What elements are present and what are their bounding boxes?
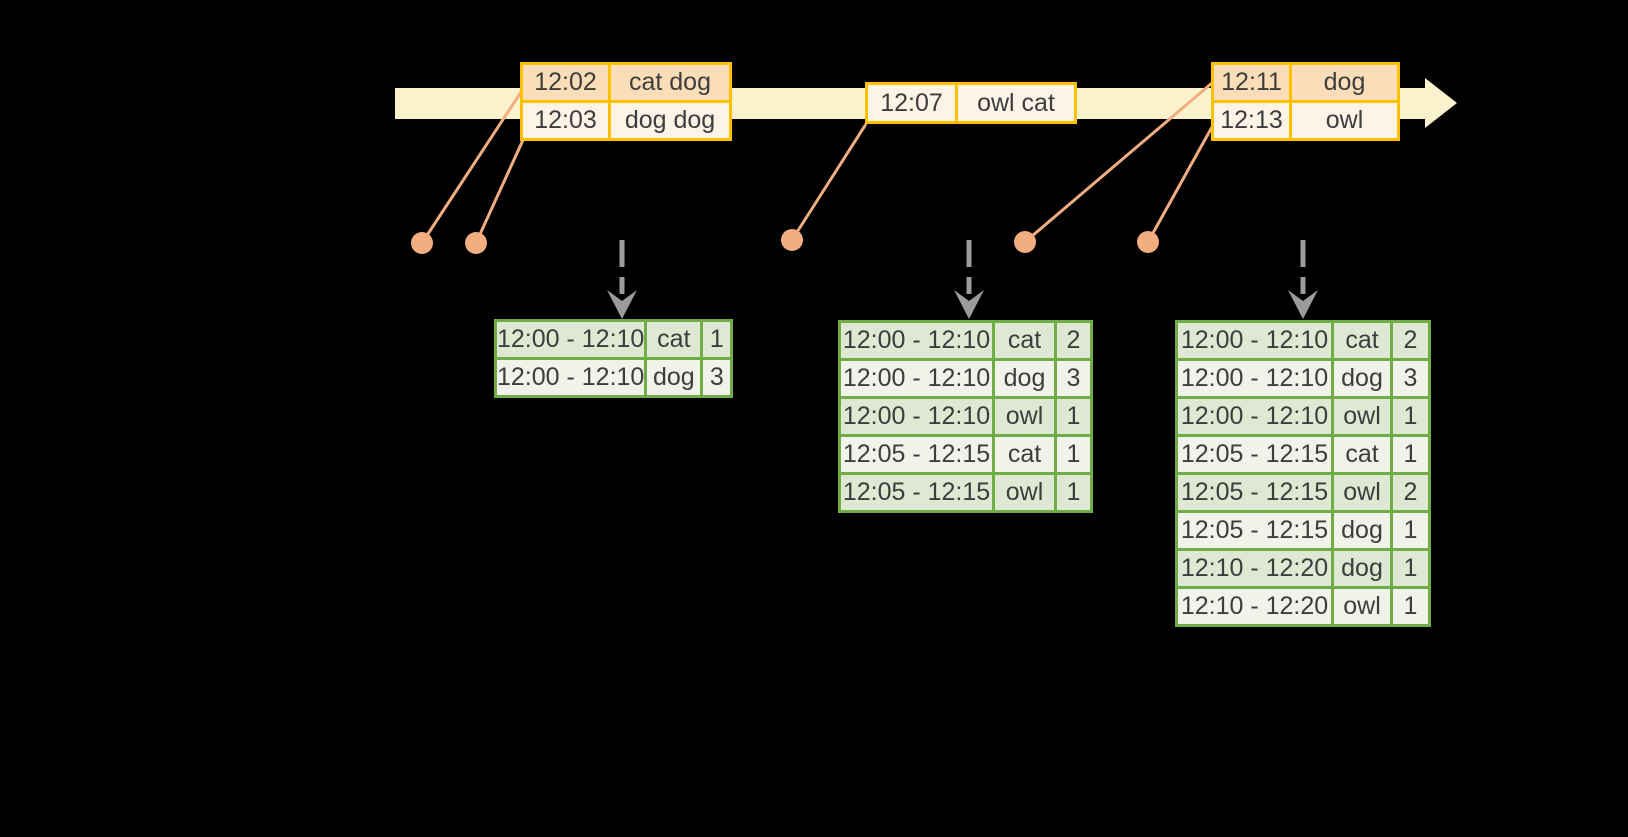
event-marker-dot [411,232,433,254]
event-row: 12:13 owl [1211,100,1400,141]
result-row: 12:00 - 12:10 owl 1 [838,396,1093,437]
event-table-3: 12:11 dog 12:13 owl [1211,62,1400,141]
event-table-1: 12:02 cat dog 12:03 dog dog [520,62,732,141]
result-table-3: 12:00 - 12:10 cat 2 12:00 - 12:10 dog 3 … [1175,320,1431,627]
result-row: 12:05 - 12:15 cat 1 [1175,434,1431,475]
result-window: 12:00 - 12:10 [838,358,995,399]
result-row: 12:00 - 12:10 dog 3 [493,357,734,398]
result-count: 2 [1054,320,1093,361]
result-word: cat [644,319,704,360]
result-word: owl [1331,586,1393,627]
result-window: 12:10 - 12:20 [1175,548,1334,589]
result-row: 12:00 - 12:10 dog 3 [838,358,1093,399]
result-count: 1 [700,319,734,360]
event-connector-line [1146,126,1214,243]
event-row: 12:07 owl cat [865,82,1077,124]
result-word: owl [992,472,1057,513]
result-count: 1 [1390,548,1431,589]
result-count: 2 [1390,320,1431,361]
result-count: 3 [1390,358,1431,399]
result-word: owl [1331,472,1393,513]
result-window: 12:00 - 12:10 [838,320,995,361]
result-word: dog [992,358,1057,399]
event-time: 12:03 [520,100,611,141]
result-row: 12:05 - 12:15 owl 2 [1175,472,1431,513]
result-word: cat [992,434,1057,475]
result-table-1: 12:00 - 12:10 cat 1 12:00 - 12:10 dog 3 [493,319,734,398]
event-words: dog [1289,62,1400,103]
event-marker-dot [465,232,487,254]
result-count: 1 [1390,510,1431,551]
result-count: 3 [1054,358,1093,399]
event-time: 12:02 [520,62,611,103]
result-window: 12:05 - 12:15 [1175,434,1334,475]
result-word: dog [644,357,704,398]
result-count: 1 [1054,396,1093,437]
result-row: 12:10 - 12:20 owl 1 [1175,586,1431,627]
result-row: 12:10 - 12:20 dog 1 [1175,548,1431,589]
result-row: 12:05 - 12:15 dog 1 [1175,510,1431,551]
result-window: 12:00 - 12:10 [1175,320,1334,361]
result-count: 3 [700,357,734,398]
result-row: 12:05 - 12:15 cat 1 [838,434,1093,475]
event-marker-dot [781,229,803,251]
event-connector-line [474,139,525,244]
event-table-2: 12:07 owl cat [865,82,1077,124]
event-words: dog dog [608,100,732,141]
result-count: 1 [1390,396,1431,437]
result-row: 12:00 - 12:10 cat 2 [1175,320,1431,361]
result-window: 12:05 - 12:15 [838,434,995,475]
result-word: owl [992,396,1057,437]
timeline-arrowhead-icon [1425,78,1457,128]
result-window: 12:05 - 12:15 [838,472,995,513]
event-marker-dot [1014,231,1036,253]
down-arrow-icon [607,290,637,319]
down-arrow-icon [954,290,984,319]
result-row: 12:00 - 12:10 cat 2 [838,320,1093,361]
event-time: 12:13 [1211,100,1292,141]
result-window: 12:05 - 12:15 [1175,510,1334,551]
event-words: cat dog [608,62,732,103]
result-window: 12:00 - 12:10 [493,319,648,360]
event-marker-dot [1137,231,1159,253]
result-word: owl [1331,396,1393,437]
result-row: 12:00 - 12:10 owl 1 [1175,396,1431,437]
event-row: 12:11 dog [1211,62,1400,103]
result-word: dog [1331,358,1393,399]
result-word: dog [1331,510,1393,551]
result-word: cat [1331,320,1393,361]
result-row: 12:00 - 12:10 dog 3 [1175,358,1431,399]
down-arrow-icon [1288,290,1318,319]
result-count: 1 [1390,586,1431,627]
event-row: 12:03 dog dog [520,100,732,141]
event-row: 12:02 cat dog [520,62,732,103]
result-window: 12:00 - 12:10 [493,357,648,398]
event-words: owl cat [955,82,1077,124]
result-word: dog [1331,548,1393,589]
event-words: owl [1289,100,1400,141]
event-time: 12:11 [1211,62,1292,103]
result-row: 12:05 - 12:15 owl 1 [838,472,1093,513]
event-time: 12:07 [865,82,958,124]
result-count: 2 [1390,472,1431,513]
result-count: 1 [1054,434,1093,475]
result-window: 12:00 - 12:10 [1175,396,1334,437]
result-table-2: 12:00 - 12:10 cat 2 12:00 - 12:10 dog 3 … [838,320,1093,513]
result-count: 1 [1054,472,1093,513]
result-word: cat [992,320,1057,361]
event-connector-line [790,123,868,241]
result-word: cat [1331,434,1393,475]
result-row: 12:00 - 12:10 cat 1 [493,319,734,360]
event-connector-line [420,88,525,244]
result-count: 1 [1390,434,1431,475]
event-connector-line [1024,81,1213,244]
result-window: 12:10 - 12:20 [1175,586,1334,627]
result-window: 12:05 - 12:15 [1175,472,1334,513]
result-window: 12:00 - 12:10 [1175,358,1334,399]
result-window: 12:00 - 12:10 [838,396,995,437]
